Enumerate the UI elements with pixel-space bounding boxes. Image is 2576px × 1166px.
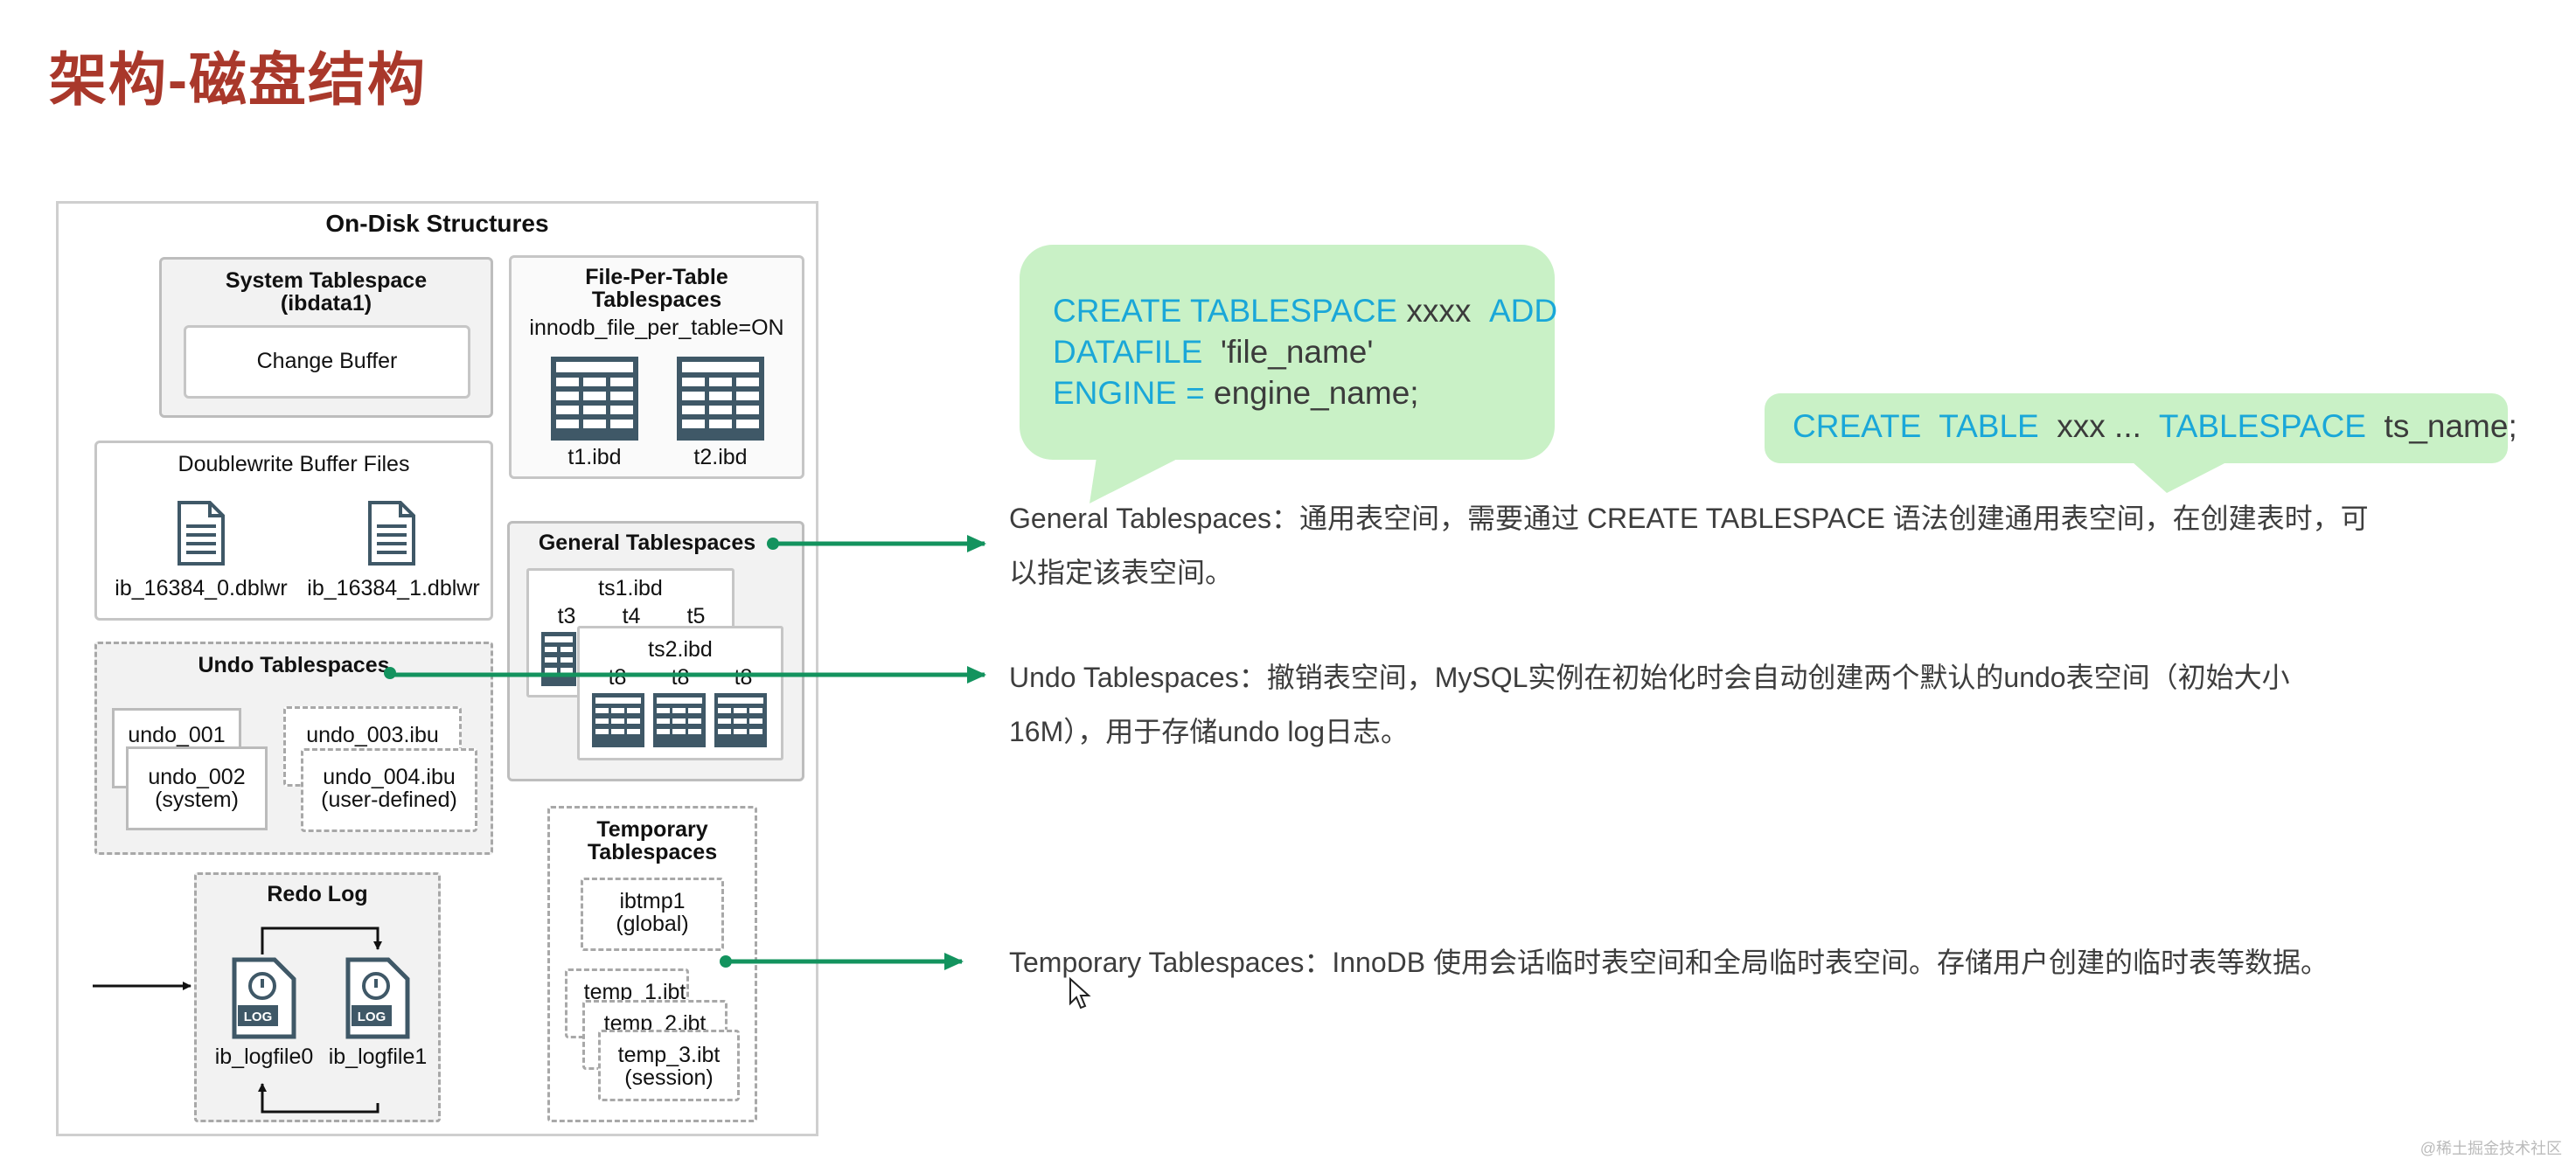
code-create-table: CREATE TABLE xxx ... TABLESPACE ts_name; <box>1793 408 2517 444</box>
table-icon <box>677 357 764 441</box>
t1-ibd-label: t1.ibd <box>567 445 622 469</box>
table-icon <box>551 357 638 441</box>
ibtmp1-label: ibtmp1 <box>619 889 686 913</box>
ts1-label: ts1.ibd <box>598 576 663 600</box>
undo-003-label: undo_003.ibu <box>306 723 439 747</box>
log-file-icon: LOG <box>232 957 296 1039</box>
undo-004-sub: (user-defined) <box>321 788 457 812</box>
change-buffer-label: Change Buffer <box>256 349 398 373</box>
code-create-tablespace: CREATE TABLESPACE xxxx ADD <box>1053 293 1558 329</box>
temporary-tablespaces-description: Temporary Tablespaces：InnoDB 使用会话临时表空间和全… <box>1009 947 2329 978</box>
table-icon <box>653 693 706 747</box>
undo-tablespaces-title: Undo Tablespaces <box>198 653 390 677</box>
doublewrite-box <box>94 441 493 621</box>
svg-text:LOG: LOG <box>358 1010 386 1024</box>
code-datafile: DATAFILE 'file_name' <box>1053 334 1374 370</box>
ts2-table-t8: t8 <box>734 665 753 690</box>
file-per-table-title-2: Tablespaces <box>591 288 722 312</box>
temp-3-label: temp_3.ibt <box>617 1043 721 1067</box>
table-icon <box>592 693 644 747</box>
ib-logfile1-label: ib_logfile1 <box>328 1045 428 1069</box>
speech-bubble-create-table <box>1765 393 2508 493</box>
temporary-tablespaces-title-1: Temporary <box>596 817 708 842</box>
doublewrite-title: Doublewrite Buffer Files <box>178 452 410 476</box>
undo-004-label: undo_004.ibu <box>323 765 456 789</box>
temporary-tablespaces-box <box>547 806 757 1122</box>
undo-tablespaces-description-line1: Undo Tablespaces：撤销表空间，MySQL实例在初始化时会自动创建… <box>1009 662 2290 693</box>
system-tablespace-subtitle: (ibdata1) <box>280 291 372 316</box>
temp-3-sub: (session) <box>624 1065 714 1090</box>
ib-logfile0-label: ib_logfile0 <box>214 1045 314 1069</box>
doublewrite-file-0: ib_16384_0.dblwr <box>115 576 288 600</box>
undo-002-box <box>126 746 268 830</box>
change-buffer-box <box>184 325 470 399</box>
log-file-icon: LOG <box>345 957 410 1039</box>
code-engine: ENGINE = engine_name; <box>1053 375 1419 411</box>
table-icon <box>714 693 767 747</box>
diagram-title: On-Disk Structures <box>325 210 549 237</box>
system-tablespace-title: System Tablespace <box>225 268 428 293</box>
ts2-table-t8: t8 <box>608 665 627 690</box>
mouse-cursor-icon <box>1069 977 1091 1010</box>
undo-004-box <box>301 748 477 832</box>
temp-3-box <box>598 1030 740 1101</box>
file-per-table-title-1: File-Per-Table <box>585 265 728 289</box>
undo-002-label: undo_002 <box>148 765 246 789</box>
ts1-table-t3: t3 <box>557 604 576 628</box>
document-icon <box>368 501 415 566</box>
file-per-table-setting: innodb_file_per_table=ON <box>529 316 784 340</box>
ts2-label: ts2.ibd <box>648 637 713 662</box>
ts1-table-t4: t4 <box>622 604 641 628</box>
general-tablespaces-description-line2: 以指定该表空间。 <box>1009 557 1234 588</box>
general-tablespaces-title: General Tablespaces <box>538 531 756 555</box>
slide-title: 架构-磁盘结构 <box>49 47 427 112</box>
undo-002-sub: (system) <box>155 788 239 812</box>
ibtmp1-sub: (global) <box>616 912 689 936</box>
undo-tablespaces-description-line2: 16M），用于存储undo log日志。 <box>1009 716 1410 747</box>
document-icon <box>178 501 225 566</box>
general-tablespaces-description-line1: General Tablespaces：通用表空间，需要通过 CREATE TA… <box>1009 503 2369 534</box>
undo-001-label: undo_001 <box>128 723 226 747</box>
ibtmp1-box <box>581 878 724 951</box>
ts1-table-t5: t5 <box>686 604 706 628</box>
ts2-table-t8: t8 <box>671 665 690 690</box>
svg-text:LOG: LOG <box>244 1010 273 1024</box>
watermark: @稀土掘金技术社区 <box>2419 1140 2562 1157</box>
table-icon <box>541 632 576 686</box>
t2-ibd-label: t2.ibd <box>693 445 748 469</box>
redo-log-title: Redo Log <box>267 882 368 906</box>
temporary-tablespaces-title-2: Tablespaces <box>587 840 718 864</box>
speech-bubble-create-tablespace <box>1020 245 1555 503</box>
doublewrite-file-1: ib_16384_1.dblwr <box>307 576 480 600</box>
